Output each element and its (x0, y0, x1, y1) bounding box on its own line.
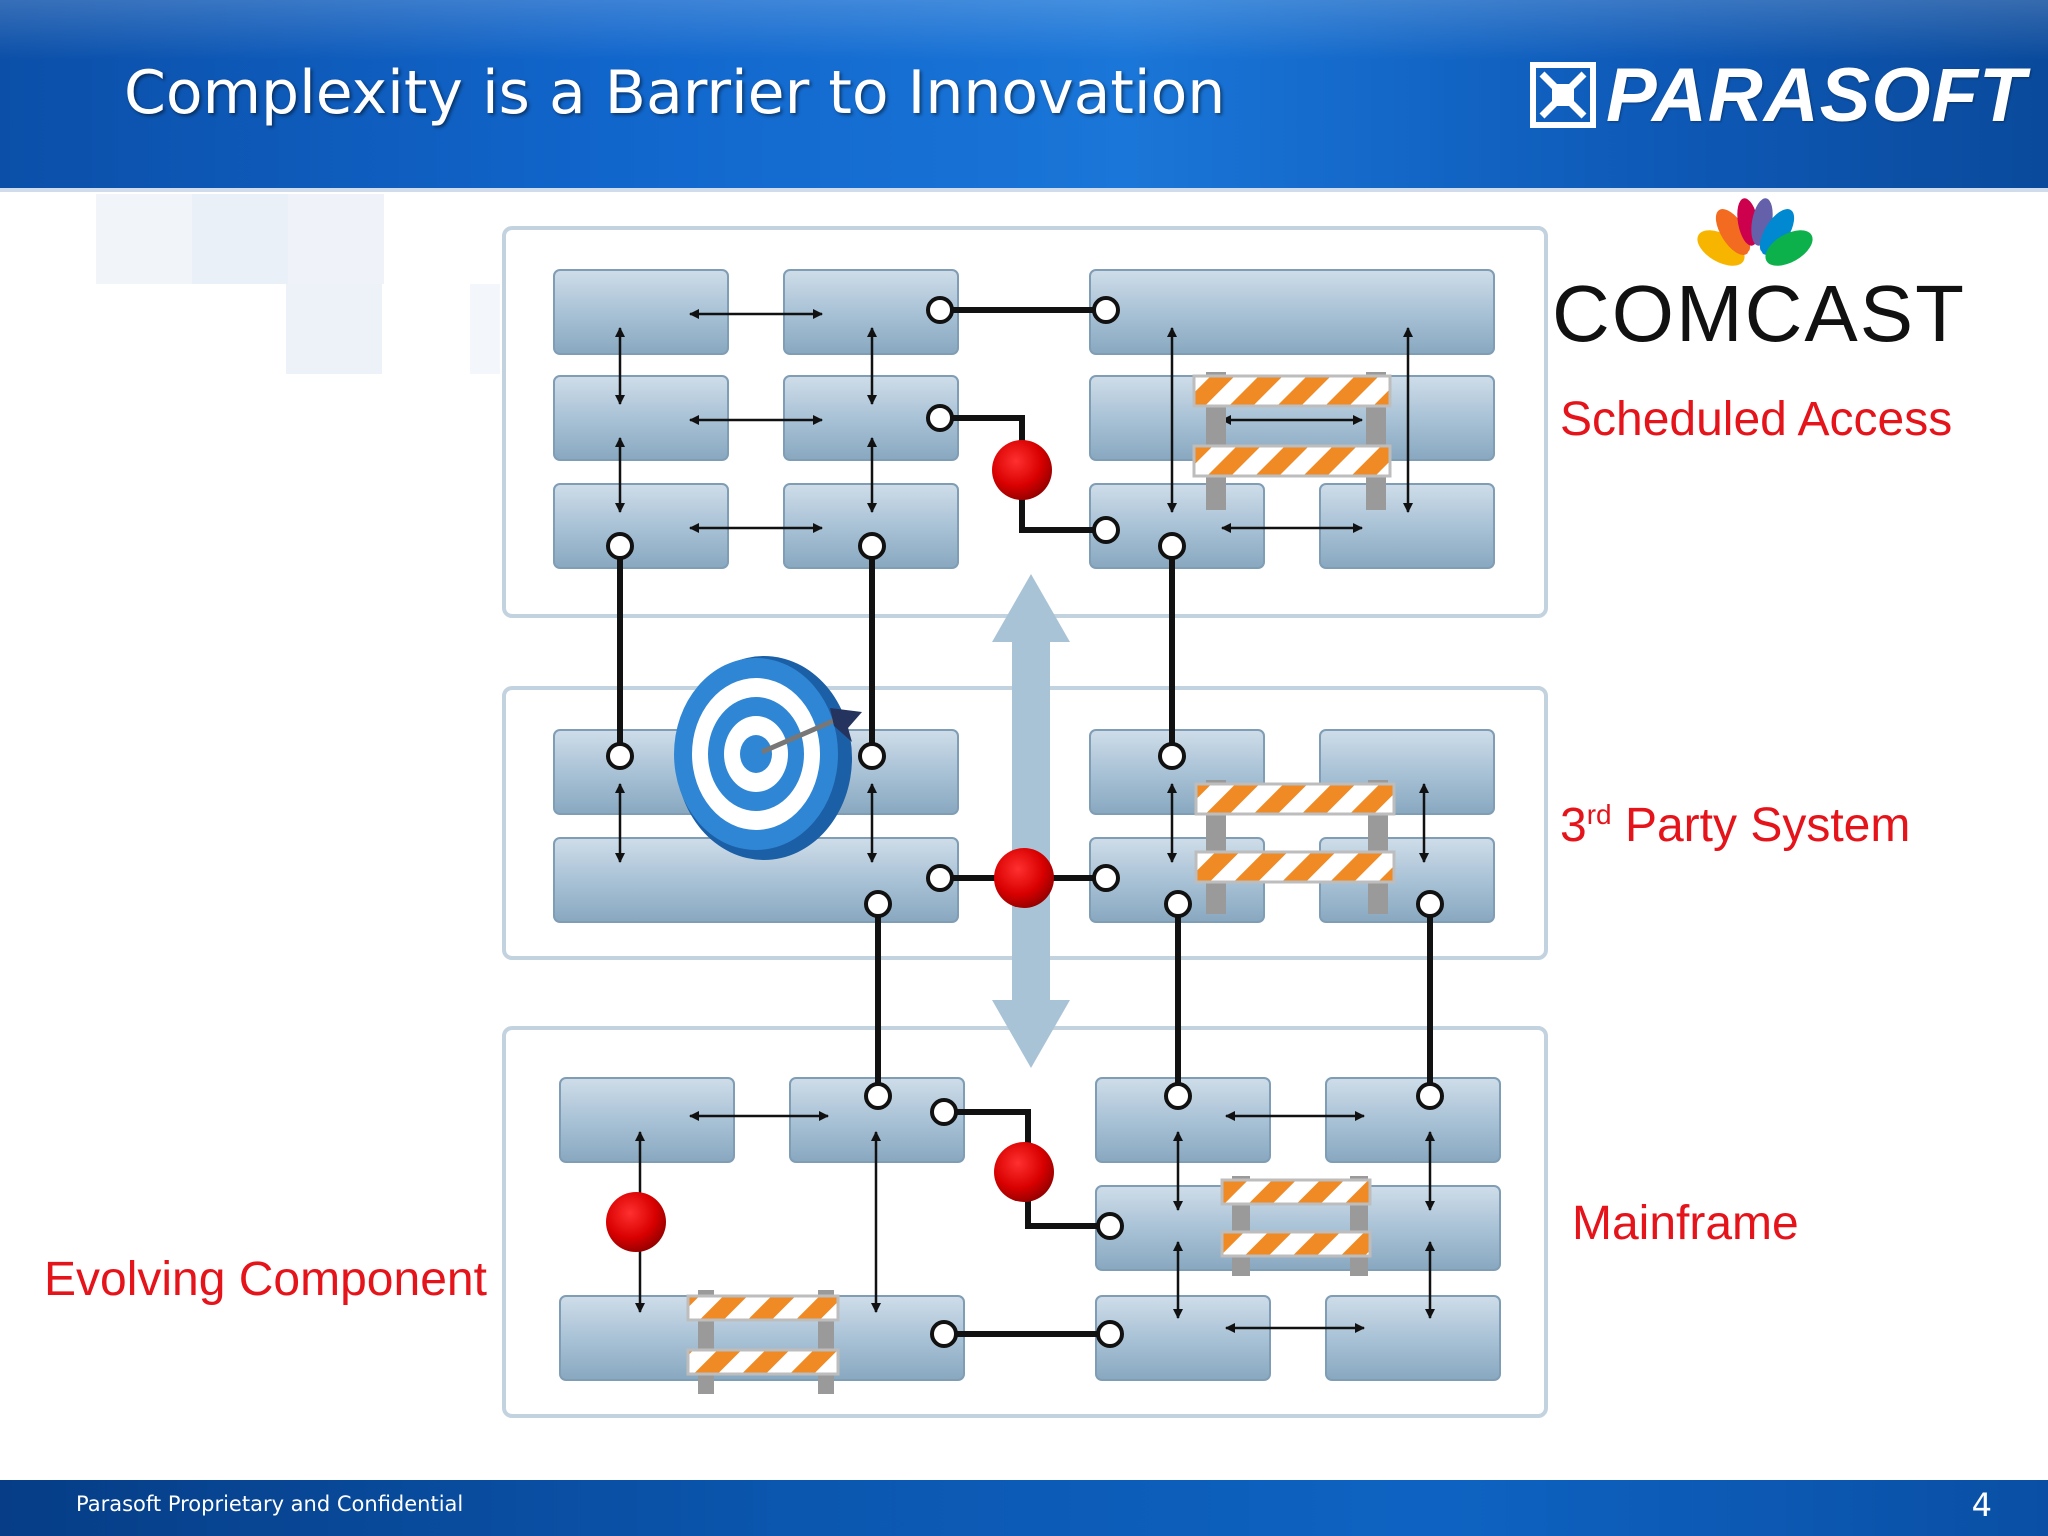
decor-square (470, 284, 500, 374)
barrier-top (1192, 372, 1392, 510)
parasoft-wordmark: PARASOFT (1606, 53, 2027, 138)
decor-square (192, 194, 288, 284)
footer-confidential: Parasoft Proprietary and Confidential (76, 1492, 464, 1516)
barrier-bottom-left (686, 1290, 840, 1394)
data-arrows (615, 309, 1435, 1333)
slide-title: Complexity is a Barrier to Innovation (124, 58, 1226, 128)
page-number: 4 (1971, 1486, 1992, 1524)
decor-square (286, 284, 382, 374)
barrier-middle (1194, 780, 1396, 914)
nbc-peacock-icon (1697, 198, 1813, 266)
label-scheduled-access: Scheduled Access (1560, 393, 1953, 446)
label-third-party-number: 3 (1560, 799, 1587, 852)
decor-square (96, 194, 192, 284)
parasoft-mark-icon (1530, 62, 1596, 128)
header-bar: Complexity is a Barrier to Innovation PA… (0, 0, 2048, 192)
target-icon (674, 656, 862, 860)
footer-bar: Parasoft Proprietary and Confidential 4 (0, 1480, 2048, 1536)
vertical-flow-arrow (992, 574, 1070, 1068)
comcast-logo: COMCAST (1552, 198, 1964, 358)
label-third-party-system: 3rd Party System (1560, 798, 1910, 853)
label-third-party-text: Party System (1611, 799, 1911, 852)
label-third-party-ordinal: rd (1586, 799, 1612, 830)
header-shine (0, 0, 2048, 60)
comcast-wordmark: COMCAST (1552, 269, 1966, 358)
connector-nodes (606, 296, 1444, 1348)
label-mainframe: Mainframe (1572, 1197, 1799, 1250)
decor-square (288, 194, 384, 284)
barrier-bottom-right (1220, 1176, 1372, 1276)
constraint-dots (606, 440, 1054, 1252)
label-evolving-component: Evolving Component (44, 1253, 487, 1306)
